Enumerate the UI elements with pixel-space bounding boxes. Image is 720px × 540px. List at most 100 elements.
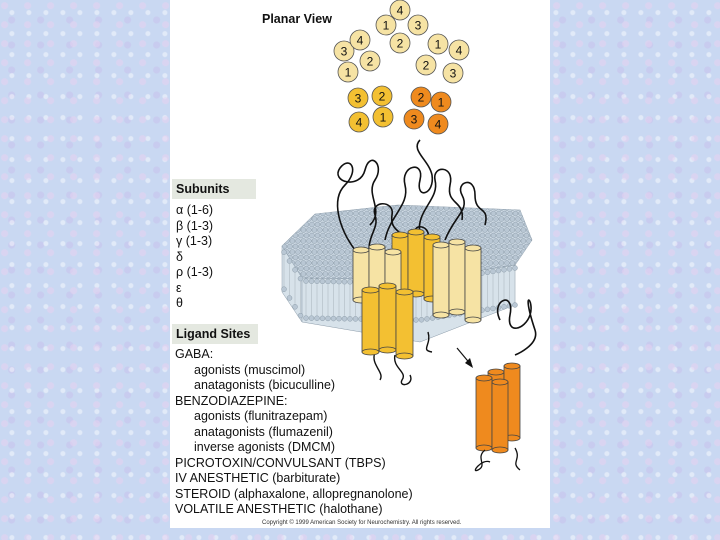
subunit-circle-label: 2 [423,59,430,73]
ligand-category: GABA: [175,347,214,361]
lipid-head [331,221,337,228]
lipid-head [520,260,527,266]
lipid-head [452,210,458,217]
lipid-head [330,278,337,285]
lipid-head [325,243,332,250]
lipid-head [295,238,301,244]
lipid-head [355,216,362,222]
lipid-head [289,227,296,233]
lipid-head [364,210,370,217]
helix-base [448,308,466,316]
lipid-head [495,267,502,274]
isolated-subunit [456,347,521,472]
lipid-head [485,243,491,250]
lipid-head [347,210,354,217]
lipid-head [515,271,521,277]
lipid-head [303,265,310,272]
lipid-head [490,232,497,239]
lipid-head [490,268,496,275]
lipid-head [284,216,290,222]
lipid-head [457,221,464,228]
lipid-head [465,216,472,222]
lipid-head [531,271,532,277]
helix [378,285,397,351]
helix-base [432,311,450,319]
lipid-head [328,260,334,266]
lipid-head [320,232,326,239]
lipid-head [487,238,494,244]
lipid-head [303,278,309,284]
lipid-head [289,238,296,244]
lipid-head [438,205,444,211]
lipid-head [284,227,290,233]
lipid-head [331,243,337,250]
lipid-head [314,278,320,284]
lipid-head [493,216,499,222]
lipid-head [504,205,510,211]
lipid-head [509,249,516,255]
lipid-head [358,232,365,239]
lipid-head [476,227,483,233]
lipid-head [501,243,508,250]
lipid-head [402,210,409,217]
lipid-head [386,210,392,217]
ligand-subitem: anatagonists (flumazenil) [194,424,333,439]
lipid-head [435,221,442,228]
subunit-circle-label: 4 [356,116,363,130]
lipid-head [487,205,494,211]
lipid-head [317,238,323,244]
ligand-category: BENZODIAZEPINE: [175,393,288,408]
lipid-head [526,238,532,244]
lipid-head [317,216,323,222]
lipid-head [504,260,510,266]
lipid-head [300,227,307,233]
lipid-head [397,221,403,228]
lipid-head [330,315,337,322]
lipid-head [336,315,342,322]
lipid-head [482,227,488,233]
lipid-head [353,232,359,239]
subunit-circle [427,33,449,55]
helix-base [491,446,509,454]
lipid-head [342,221,348,228]
ligand-category: IV ANESTHETIC (barbiturate) [175,471,341,485]
lipid-head [484,306,491,313]
lipid-head [298,265,304,272]
lipid-head [322,249,329,255]
lipid-head [410,205,417,211]
subunit-item: δ [176,249,183,264]
lipid-head [309,254,315,261]
lipid-head [474,210,480,217]
lipid-head [531,216,532,222]
lipid-head [424,316,430,322]
lipid-head [490,221,497,228]
lipid-head [300,216,307,222]
lipid-head [281,249,287,255]
helix-cap [464,244,482,252]
lipid-head [342,265,348,272]
lipid-head [413,317,419,323]
lipid-head [509,260,516,266]
lipid-head [446,221,453,228]
subunit-circle [389,32,411,54]
lipid-head [476,216,483,222]
lipid-head [520,227,527,233]
helix-cap [448,238,466,246]
subunits-heading: Subunits [172,179,256,199]
lipid-head [443,227,450,233]
lipid-head [509,216,516,222]
lipid-head [529,276,532,280]
subunit-circle-label: 2 [367,55,374,69]
lipid-head [446,210,453,217]
lipid-head [309,243,315,250]
lipid-head [512,232,519,239]
lipid-head [331,232,337,239]
lipid-head [523,210,530,217]
lipid-head [507,221,513,228]
lipid-head [303,254,310,261]
lipid-head [311,227,318,233]
subunit-circle [337,61,359,83]
subunit-circle [348,111,370,133]
lipid-head [457,232,464,239]
